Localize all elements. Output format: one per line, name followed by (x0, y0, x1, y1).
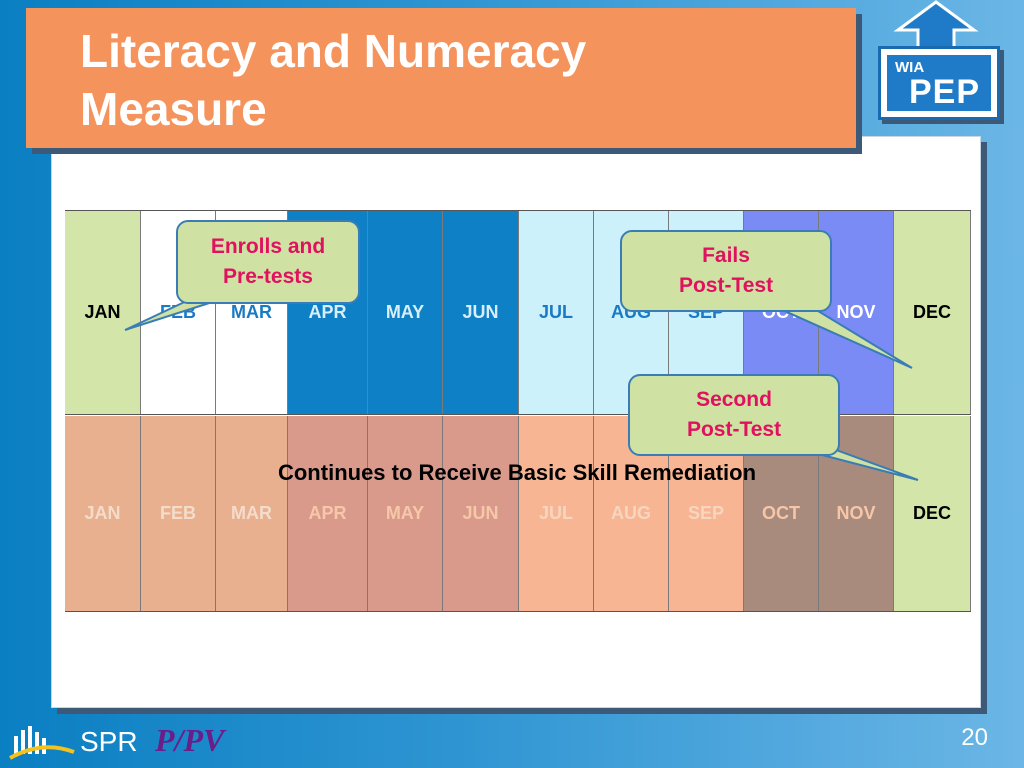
title-banner: Literacy and Numeracy Measure (26, 8, 856, 148)
second-callout-line-2: Post-Test (686, 418, 782, 441)
page-number: 20 (961, 724, 988, 751)
month-cell-jun: JUN (443, 211, 519, 414)
month-label: APR (308, 302, 347, 322)
month-label: MAY (385, 503, 425, 523)
month-label: JAN (84, 302, 121, 322)
fails-callout-line-1: Fails (702, 244, 750, 267)
month-label: MAY (385, 302, 425, 322)
month-label: MAR (231, 503, 272, 523)
month-cell-may: MAY (368, 416, 443, 611)
month-label: AUG (611, 503, 651, 523)
spr-logo-text: SPR (80, 726, 138, 757)
slide-title: Literacy and Numeracy Measure (80, 22, 840, 138)
title-line-2: Measure (80, 83, 267, 135)
month-cell-feb: FEB (141, 416, 216, 611)
logo-pep-text: PEP (909, 73, 981, 111)
month-label: DEC (912, 503, 951, 523)
month-cell-jan: JAN (65, 416, 141, 611)
month-label: JUL (538, 503, 573, 523)
logo-wia-text: WIA (895, 59, 925, 76)
remediation-label: Continues to Receive Basic Skill Remedia… (277, 460, 757, 485)
spr-logo-icon (9, 726, 75, 760)
month-cell-jan: JAN (65, 211, 141, 414)
enrolls-callout-line-1: Enrolls and (210, 235, 326, 258)
month-cell-dec: DEC (894, 211, 971, 414)
enrolls-callout-line-2: Pre-tests (223, 265, 313, 288)
month-label: OCT (762, 503, 800, 523)
month-cell-jul: JUL (519, 416, 594, 611)
fails-callout: Fails Post-Test (620, 230, 832, 312)
month-label: DEC (912, 302, 951, 322)
month-label: FEB (160, 503, 196, 523)
second-callout: Second Post-Test (628, 374, 840, 456)
wia-pep-logo: WIA PEP (878, 46, 1000, 120)
enrolls-callout: Enrolls and Pre-tests (176, 220, 360, 304)
ppv-logo-text: P/PV (155, 722, 225, 758)
month-label: JAN (84, 503, 121, 523)
month-label: MAR (231, 302, 272, 322)
month-cell-may: MAY (368, 211, 443, 414)
month-label: SEP (687, 503, 725, 523)
month-cell-dec: DEC (894, 416, 971, 611)
month-cell-jun: JUN (443, 416, 519, 611)
month-cell-apr: APR (288, 416, 368, 611)
month-cell-jul: JUL (519, 211, 594, 414)
month-label: JUL (538, 302, 573, 322)
month-label: NOV (836, 302, 876, 322)
title-line-1: Literacy and Numeracy (80, 25, 587, 77)
month-label: APR (308, 503, 347, 523)
month-label: JUN (462, 302, 499, 322)
month-label: NOV (836, 503, 876, 523)
fails-callout-line-2: Post-Test (678, 274, 774, 297)
month-cell-mar: MAR (216, 416, 288, 611)
second-callout-line-1: Second (696, 388, 772, 411)
month-label: JUN (462, 503, 499, 523)
